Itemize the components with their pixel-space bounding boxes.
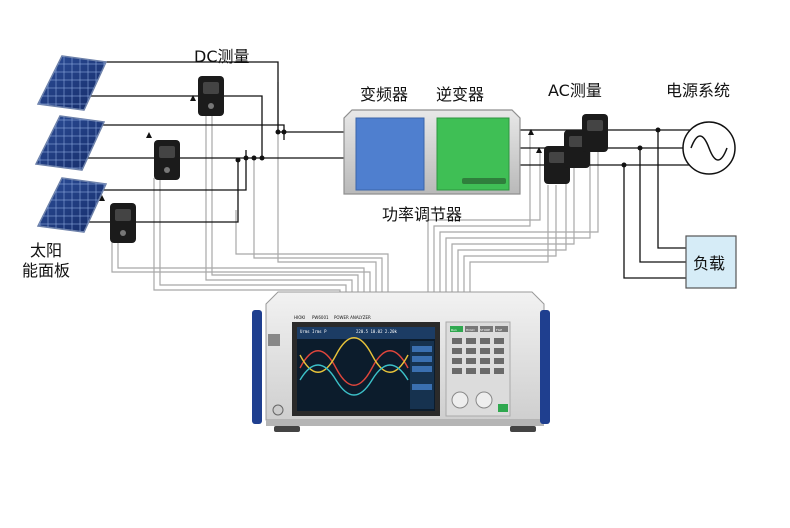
load-label: 负载 [693,254,725,273]
rotary-knob-right [475,391,493,409]
solar-panel-1 [36,55,108,111]
dc-probe-1 [198,76,224,116]
screen-values: 220.5 10.02 2.20k [356,329,398,334]
wave-red [299,350,409,386]
key-hold-label: HOLD [466,328,475,332]
ac-probe-3 [582,114,608,152]
dc-probe-3 [110,203,136,243]
current-probe-icon [582,114,608,152]
key-run-label: Run [451,328,457,332]
power-analyzer [252,291,550,432]
left-handle [252,310,262,424]
solar-label-line1: 太阳 [30,241,62,260]
ac-junctions [621,127,661,168]
dc-probe-2 [154,140,180,180]
run-key [450,326,463,332]
dc-arrowheads [99,95,196,201]
dc-measure-label: DC测量 [194,47,250,66]
inverter-block [355,117,425,191]
signal-cables [111,82,599,292]
dc-junctions [235,129,287,163]
key-store-label: STORE [480,328,490,332]
power-grid-label: 电源系统 [666,81,730,100]
right-handle [540,310,550,424]
wave-teal [299,364,409,396]
rotary-knob-left [451,391,469,409]
dc-wiring [85,61,345,223]
ac-probe-1 [544,146,570,184]
keypad-keys [452,338,504,374]
diagram-labels: DC测量 变频器 逆变器 AC测量 电源系统 功率调节器 太阳 能面板 负载 H… [22,47,730,334]
solar-label-line2: 能面板 [22,261,70,280]
ac-measure-label: AC测量 [548,81,602,100]
instrument-model: PW6001 [312,315,329,320]
hold-key [465,326,478,332]
power-switch-icon [272,404,284,416]
converter-stage-label: 逆变器 [436,85,484,104]
solar-panel-2 [34,115,106,171]
pcs-label: 功率调节器 [382,205,462,224]
file-key [495,326,508,332]
instrument-subtitle: POWER ANALYZER [334,315,371,320]
solar-panel-3 [36,177,108,233]
ac-source [682,121,736,175]
screen-readout: Urms Irms P [300,329,327,334]
store-key [480,326,493,332]
power-conditioner [343,109,521,195]
wave-yellow [299,337,409,373]
instrument-brand: HIOKI [294,315,305,320]
key-file-label: FILE [496,328,502,332]
load-box [685,235,737,289]
inverter-stage-label: 变频器 [360,85,408,104]
